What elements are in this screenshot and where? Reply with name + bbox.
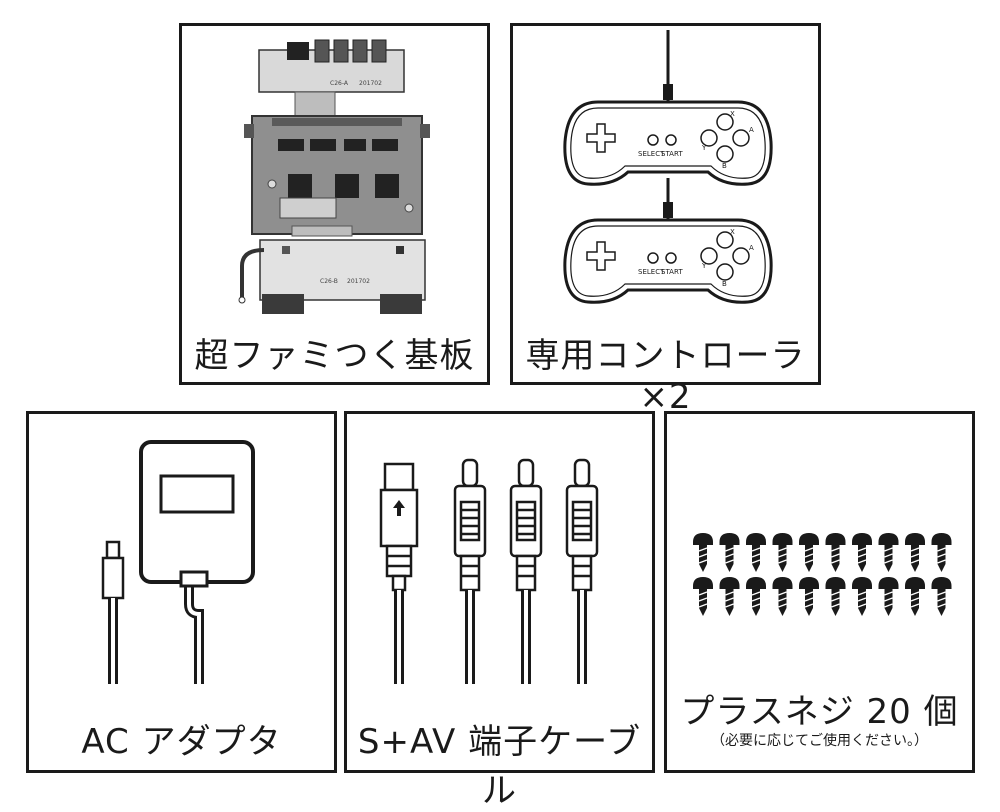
- panel-screws: プラスネジ 20 個 （必要に応じてご使用ください。）: [664, 411, 975, 773]
- screw: [878, 533, 899, 572]
- screw: [693, 533, 713, 572]
- start-label: START: [661, 150, 683, 158]
- a-label-2: A: [749, 244, 754, 252]
- panel-adapter: AC アダプタ: [26, 411, 337, 773]
- screw-icon: [693, 533, 952, 616]
- board-top-date: 201702: [359, 80, 382, 87]
- ac-adapter-icon: [101, 440, 255, 684]
- label-adapter: AC アダプタ: [81, 722, 282, 762]
- screw: [825, 577, 846, 616]
- screw: [931, 533, 952, 572]
- board-bottom-model: C26-B: [320, 278, 338, 285]
- label-board: 超ファミつく基板: [194, 336, 475, 376]
- gamepad-icon: SELECT START X A Y B SELECT START X A Y …: [563, 30, 773, 304]
- panel-board: C26-A 201702 C26-B 201702 超ファミつく基板: [179, 23, 490, 385]
- screw: [799, 533, 819, 572]
- label-controller: 専用コントローラ×2: [525, 336, 806, 417]
- screw: [693, 577, 713, 616]
- circuit-board-icon: C26-A 201702 C26-B 201702: [238, 39, 430, 314]
- y-label-2: Y: [701, 262, 707, 270]
- screw: [905, 533, 925, 572]
- screw: [852, 533, 872, 572]
- select-label-2: SELECT: [638, 268, 665, 276]
- b-label: B: [722, 162, 727, 170]
- start-label-2: START: [661, 268, 683, 276]
- screw: [746, 577, 766, 616]
- screw: [719, 577, 740, 616]
- screw: [878, 577, 899, 616]
- screw: [719, 533, 740, 572]
- screw: [746, 533, 766, 572]
- board-bottom-date: 201702: [347, 278, 370, 285]
- x-label-2: X: [730, 228, 735, 236]
- label-cable: S+AV 端子ケーブル: [357, 722, 642, 811]
- av-cable-icon: [379, 458, 599, 684]
- panel-controller: SELECT START X A Y B SELECT START X A Y …: [510, 23, 821, 417]
- x-label: X: [730, 110, 735, 118]
- screw: [905, 577, 925, 616]
- screw: [799, 577, 819, 616]
- screw: [852, 577, 872, 616]
- screw: [772, 533, 793, 572]
- panel-cable: S+AV 端子ケーブル: [344, 411, 655, 811]
- screw: [825, 533, 846, 572]
- board-top-model: C26-A: [330, 80, 349, 87]
- screw: [931, 577, 952, 616]
- screw: [772, 577, 793, 616]
- b-label-2: B: [722, 280, 727, 288]
- select-label: SELECT: [638, 150, 665, 158]
- screws-note: （必要に応じてご使用ください。）: [711, 733, 928, 749]
- label-screws: プラスネジ 20 個: [680, 692, 959, 732]
- a-label: A: [749, 126, 754, 134]
- y-label: Y: [701, 144, 707, 152]
